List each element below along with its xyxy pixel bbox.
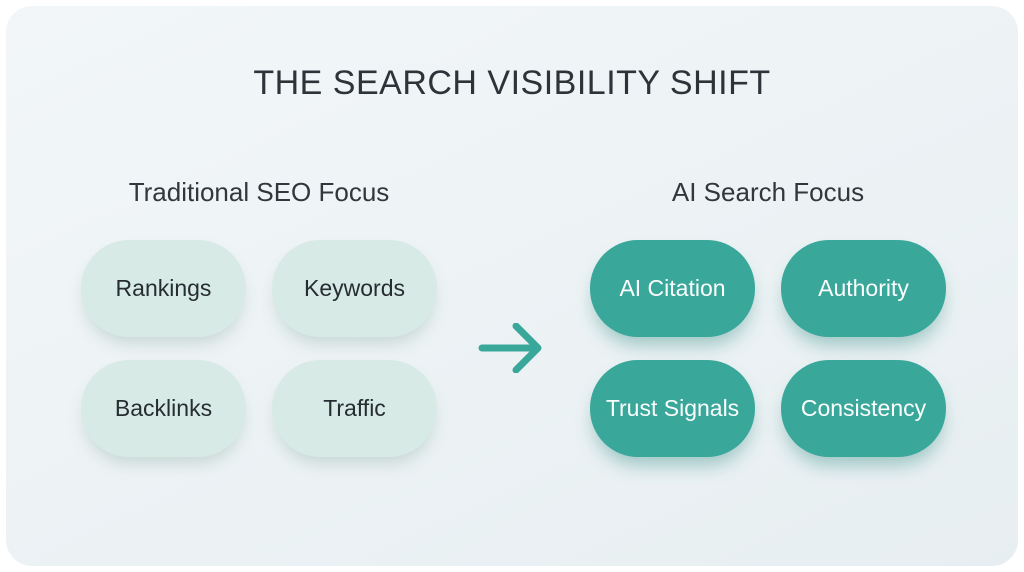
pill-backlinks: Backlinks — [81, 360, 246, 457]
pill-trust-signals: Trust Signals — [590, 360, 755, 457]
ai-search-section: AI Search Focus AI Citation Authority Tr… — [590, 176, 946, 457]
pill-keywords: Keywords — [272, 240, 437, 337]
page-title: THE SEARCH VISIBILITY SHIFT — [253, 64, 771, 102]
traditional-seo-section: Traditional SEO Focus Rankings Keywords … — [81, 176, 437, 457]
pill-ai-citation: AI Citation — [590, 240, 755, 337]
ai-search-heading: AI Search Focus — [671, 177, 865, 207]
ai-search-pills: AI Citation Authority Trust Signals Cons… — [590, 240, 946, 457]
pill-consistency: Consistency — [781, 360, 946, 457]
traditional-seo-pills: Rankings Keywords Backlinks Traffic — [81, 240, 437, 457]
traditional-seo-heading: Traditional SEO Focus — [128, 177, 390, 207]
pill-rankings: Rankings — [81, 240, 246, 337]
pill-authority: Authority — [781, 240, 946, 337]
infographic-card: THE SEARCH VISIBILITY SHIFT Traditional … — [6, 6, 1018, 566]
right-arrow-icon — [478, 322, 546, 374]
pill-traffic: Traffic — [272, 360, 437, 457]
